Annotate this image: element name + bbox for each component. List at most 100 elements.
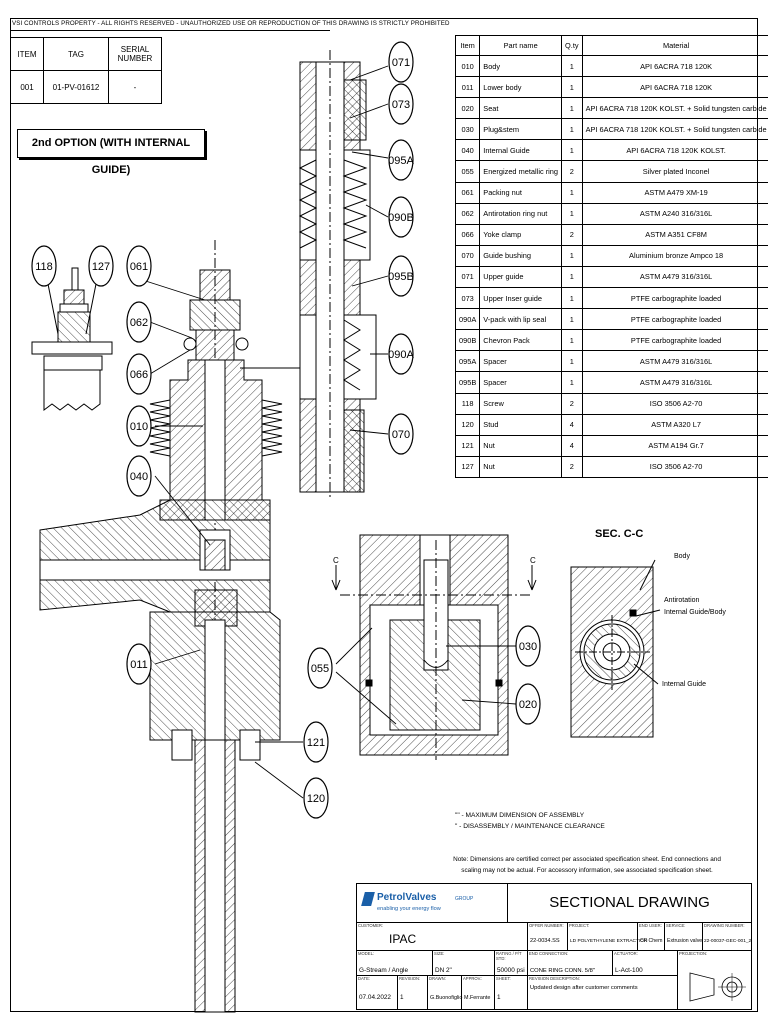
note-line-3: Note: Dimensions are certified correct p… (453, 856, 721, 874)
drawing-number-value: 22-00037-GEC-001_2 (704, 939, 752, 944)
offer-label: OFFER NUMBER: (529, 923, 564, 928)
callout-010: 010 (130, 421, 148, 433)
seat-detail (331, 534, 537, 760)
tag-cell-item: 001 (10, 70, 44, 104)
parts-cell-item: 040 (454, 139, 481, 162)
detail-screw-view (31, 267, 113, 411)
drawn-cell: DRAWN: G.Buonofiglio (427, 975, 462, 1009)
logo-cell: PetrolValves GROUP enabling your energy … (357, 884, 507, 922)
callout-127: 127 (92, 261, 110, 273)
service-label: SERVICE: (666, 923, 686, 928)
approved-value: M.Ferrante (464, 995, 491, 1001)
parts-cell-name: Nut (479, 455, 563, 478)
end-connection-value: CONE RING CONN. 5/8" (530, 968, 595, 974)
revision-label: REVISION: (399, 976, 421, 981)
revision-value: 1 (400, 994, 404, 1001)
enduser-value: CP Chem (640, 938, 663, 944)
size-cell: SIZE: DN 2" (432, 950, 494, 975)
model-label: MODEL: (358, 951, 375, 956)
rating-value: 50000 psi (497, 967, 525, 974)
tag-header-tag: TAG (43, 37, 109, 71)
callout-030: 030 (519, 641, 537, 653)
end-connection-cell: END CONNECTION: CONE RING CONN. 5/8" (527, 950, 612, 975)
size-value: DN 2" (435, 967, 452, 974)
model-value: G-Stream / Angle (359, 967, 409, 974)
cut-label-right: C (530, 556, 536, 565)
revision-cell: REVISION: 1 (397, 975, 427, 1009)
tag-header-serial: SERIAL NUMBER (108, 37, 162, 71)
customer-value: IPAC (389, 932, 417, 946)
date-label: DATE: (358, 976, 371, 981)
parts-cell-item: 073 (454, 287, 481, 310)
logo-text: PetrolValves (377, 892, 437, 903)
customer-label: CUSTOMER: (358, 923, 384, 928)
section-cc (570, 559, 661, 738)
approved-cell: APPROV.: M.Ferrante (461, 975, 494, 1009)
callout-061: 061 (130, 261, 148, 273)
note-line-1: "" - MAXIMUM DIMENSION OF ASSEMBLY (455, 812, 585, 819)
parts-cell-item: 127 (454, 455, 481, 478)
label-antirotation-2: Internal Guide/Body (664, 609, 726, 616)
valve-body-assembly (39, 240, 300, 1013)
tag-cell-serial: - (108, 70, 162, 104)
label-body: Body (674, 553, 690, 560)
project-cell: PROJECT: LD POLYETHYLENE EXTRACTION (567, 922, 647, 950)
customer-cell: CUSTOMER: IPAC (357, 922, 527, 950)
callout-120: 120 (307, 793, 325, 805)
date-value: 07.04.2022 (359, 994, 391, 1001)
callout-labels: 118 127 061 062 066 010 040 011 121 120 … (35, 57, 537, 805)
callout-020: 020 (519, 699, 537, 711)
sheet-label: SHEET: (496, 976, 511, 981)
divider (10, 30, 330, 31)
notes-block: "" - MAXIMUM DIMENSION OF ASSEMBLY " - D… (455, 812, 605, 830)
approved-label: APPROV.: (463, 976, 483, 981)
model-cell: MODEL: G-Stream / Angle (357, 950, 432, 975)
packing-detail (298, 50, 377, 500)
service-value: Extrusion valve (667, 938, 703, 944)
parts-cell-item: 095B (454, 371, 481, 394)
offer-cell: OFFER NUMBER: 22-0034.SS (527, 922, 567, 950)
tag-cell-tag: 01-PV-01612 (43, 70, 109, 104)
callout-011: 011 (130, 659, 148, 671)
callout-circles (31, 41, 541, 819)
callout-095a: 095A (388, 155, 414, 167)
parts-cell-name: Chevron Pack (479, 329, 563, 352)
rating-label: RATING / P/T STD: (496, 951, 522, 961)
logo-group: GROUP (455, 896, 474, 902)
sheet-value: 1 (497, 994, 501, 1001)
property-notice: VSI CONTROLS PROPERTY - ALL RIGHTS RESER… (12, 20, 450, 27)
actuator-label: ACTUATOR: (614, 951, 638, 956)
enduser-cell: END USER: CP Chem (637, 922, 664, 950)
tag-header-item: ITEM (10, 37, 44, 71)
label-internal-guide: Internal Guide (662, 681, 706, 688)
callout-070: 070 (392, 429, 410, 441)
callout-040: 040 (130, 471, 148, 483)
title-block: PetrolValves GROUP enabling your energy … (356, 883, 752, 1010)
option-label: 2nd OPTION (WITH INTERNAL GUIDE) (17, 129, 205, 176)
callout-090b: 090B (388, 212, 414, 224)
parts-cell-item: 010 (454, 54, 481, 78)
drawing-sheet (10, 18, 758, 1012)
size-label: SIZE: (434, 951, 445, 956)
revision-description-cell: REVISION DESCRIPTION: Updated design aft… (527, 975, 677, 1009)
drawn-label: DRAWN: (429, 976, 446, 981)
rating-cell: RATING / P/T STD: 50000 psi (494, 950, 527, 975)
logo-icon (361, 892, 375, 906)
tag-table: ITEM TAG SERIAL NUMBER 001 01-PV-01612 - (10, 37, 162, 104)
leader-lines (129, 65, 517, 799)
enduser-label: END USER: (639, 923, 662, 928)
parts-cell-item: 030 (454, 118, 481, 141)
offer-value: 22-0034.SS (530, 938, 560, 944)
revision-description-value: Updated design after customer comments (530, 985, 638, 991)
revision-description-label: REVISION DESCRIPTION: (529, 976, 580, 981)
section-labels: C C Body Antirotation Internal Guide/Bod… (333, 553, 726, 688)
